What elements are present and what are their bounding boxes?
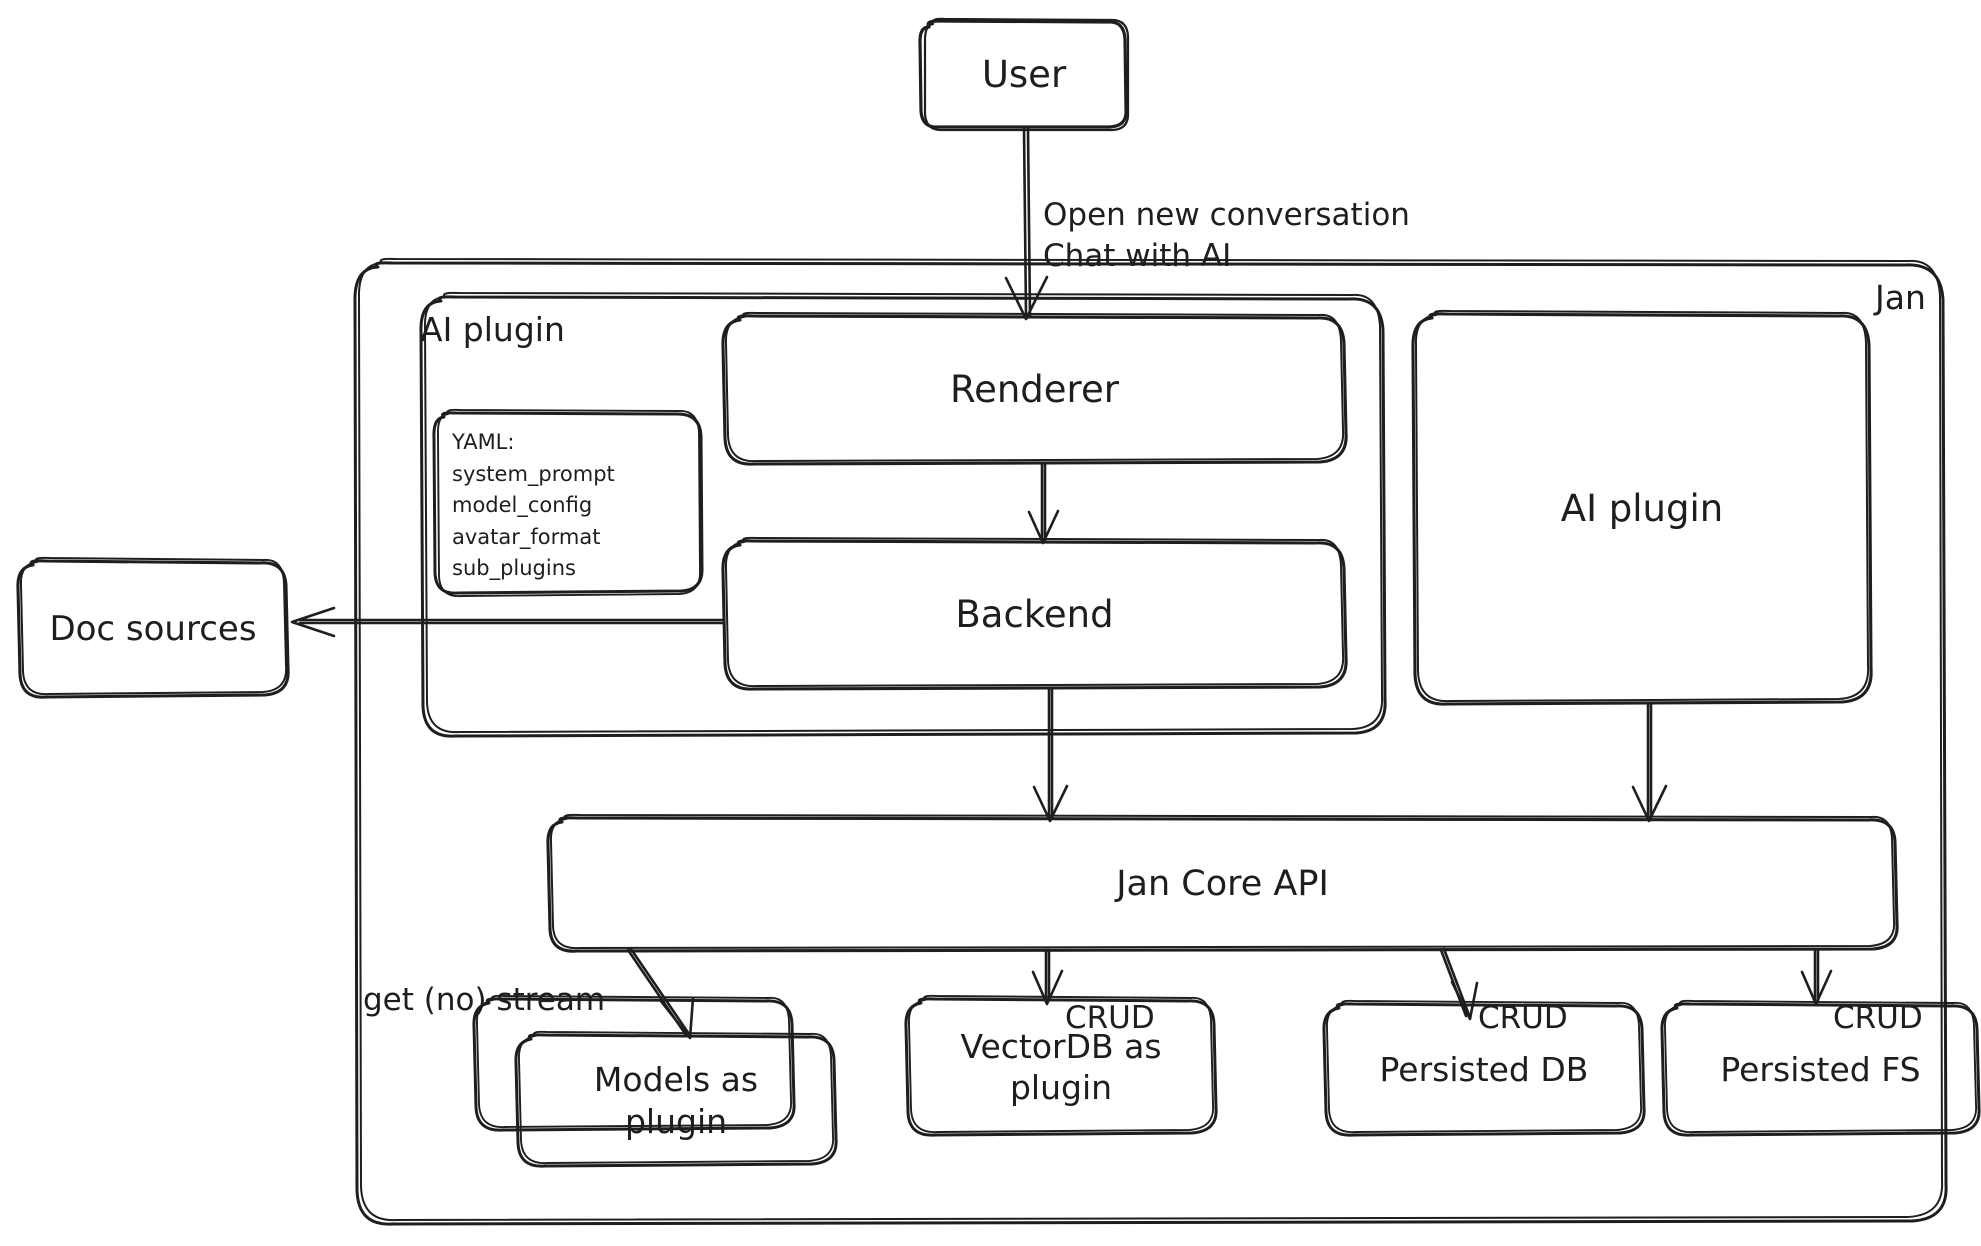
node-doc-sources[interactable]: Doc sources	[18, 561, 288, 697]
group-label-ai-plugin: AI plugin	[420, 310, 565, 349]
node-doc-sources-label: Doc sources	[49, 608, 257, 649]
node-jan-core-api-label: Jan Core API	[1116, 863, 1329, 904]
node-vectordb-as-plugin-label: VectorDB as plugin	[960, 1026, 1162, 1107]
node-renderer-label: Renderer	[950, 367, 1119, 411]
node-ai-plugin-right[interactable]: AI plugin	[1413, 314, 1871, 704]
edge-label-crud-persisted-fs: CRUD	[1833, 958, 1923, 1039]
edge-label-open-new-conversation: Open new conversation Chat with AI	[1043, 155, 1410, 276]
group-label-ai-plugin-text: AI plugin	[420, 310, 565, 349]
node-models-as-plugin[interactable]: Models as plugin	[516, 1035, 836, 1166]
group-label-jan: Jan	[1875, 278, 1926, 317]
node-user-label: User	[981, 52, 1067, 96]
node-backend-label: Backend	[955, 592, 1114, 636]
yaml-config-text: YAML: system_prompt model_config avatar_…	[452, 430, 615, 580]
group-label-jan-text: Jan	[1875, 278, 1926, 317]
node-jan-core-api[interactable]: Jan Core API	[548, 818, 1897, 951]
node-backend[interactable]: Backend	[723, 541, 1346, 689]
node-persisted-fs[interactable]: Persisted FS	[1662, 1004, 1979, 1135]
node-vectordb-as-plugin[interactable]: VectorDB as plugin	[906, 999, 1216, 1135]
edge-label-crud-persisted-db: CRUD	[1478, 958, 1568, 1039]
node-ai-plugin-right-label: AI plugin	[1560, 486, 1724, 530]
edge-label-crud-persisted-db-text: CRUD	[1478, 1000, 1568, 1037]
edge-label-crud-persisted-fs-text: CRUD	[1833, 1000, 1923, 1037]
node-models-as-plugin-label: Models as plugin	[593, 1060, 759, 1141]
node-persisted-db[interactable]: Persisted DB	[1324, 1004, 1644, 1135]
node-user[interactable]: User	[920, 20, 1128, 130]
node-renderer[interactable]: Renderer	[723, 316, 1346, 464]
edge-label-open-new-conversation-text: Open new conversation Chat with AI	[1043, 197, 1410, 274]
node-persisted-db-label: Persisted DB	[1379, 1049, 1589, 1089]
edge-label-get-no-stream-text: get (no) stream	[363, 982, 606, 1019]
yaml-config-card[interactable]: YAML: system_prompt model_config avatar_…	[434, 413, 702, 595]
node-persisted-fs-label: Persisted FS	[1720, 1049, 1921, 1089]
edge-label-crud-vectordb-text: CRUD	[1065, 1000, 1155, 1037]
edge-label-get-no-stream: get (no) stream	[363, 940, 605, 1021]
edge-label-crud-vectordb: CRUD	[1065, 958, 1155, 1039]
